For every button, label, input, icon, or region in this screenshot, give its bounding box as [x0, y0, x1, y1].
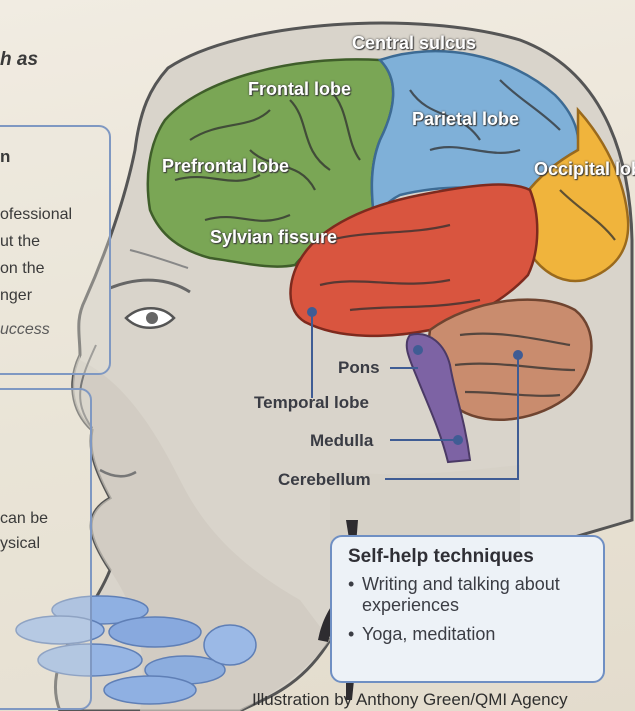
- label-parietal-lobe: Parietal lobe: [412, 110, 519, 129]
- box1-line: ut the: [0, 231, 40, 252]
- label-central-sulcus: Central sulcus: [352, 34, 432, 53]
- box1-title-fragment: n: [0, 146, 10, 167]
- label-occipital-lobe: Occipital lobe: [534, 160, 624, 179]
- bullet-icon: •: [348, 574, 354, 595]
- self-help-box: Self-help techniques • Writing and talki…: [330, 535, 605, 683]
- label-frontal-lobe: Frontal lobe: [248, 80, 328, 99]
- label-pons: Pons: [338, 358, 380, 377]
- self-help-item: • Yoga, meditation: [348, 624, 589, 645]
- self-help-list: • Writing and talking about experiences …: [348, 574, 589, 645]
- self-help-item: • Writing and talking about experiences: [348, 574, 589, 616]
- label-medulla: Medulla: [310, 431, 373, 450]
- label-sylvian-fissure: Sylvian fissure: [210, 228, 282, 247]
- box1-line: on the: [0, 258, 44, 279]
- self-help-title: Self-help techniques: [348, 546, 589, 568]
- heading-fragment: h as: [0, 49, 38, 70]
- box1-line: ofessional: [0, 204, 72, 225]
- box2-line: can be: [0, 508, 48, 529]
- label-cerebellum: Cerebellum: [278, 470, 371, 489]
- label-temporal-lobe: Temporal lobe: [254, 393, 369, 412]
- bullet-icon: •: [348, 624, 354, 645]
- box1-line: uccess: [0, 319, 50, 340]
- box2-line: ysical: [0, 533, 40, 554]
- box1-line: nger: [0, 285, 32, 306]
- label-prefrontal-lobe: Prefrontal lobe: [162, 157, 257, 176]
- illustration-credit: Illustration by Anthony Green/QMI Agency: [252, 690, 568, 710]
